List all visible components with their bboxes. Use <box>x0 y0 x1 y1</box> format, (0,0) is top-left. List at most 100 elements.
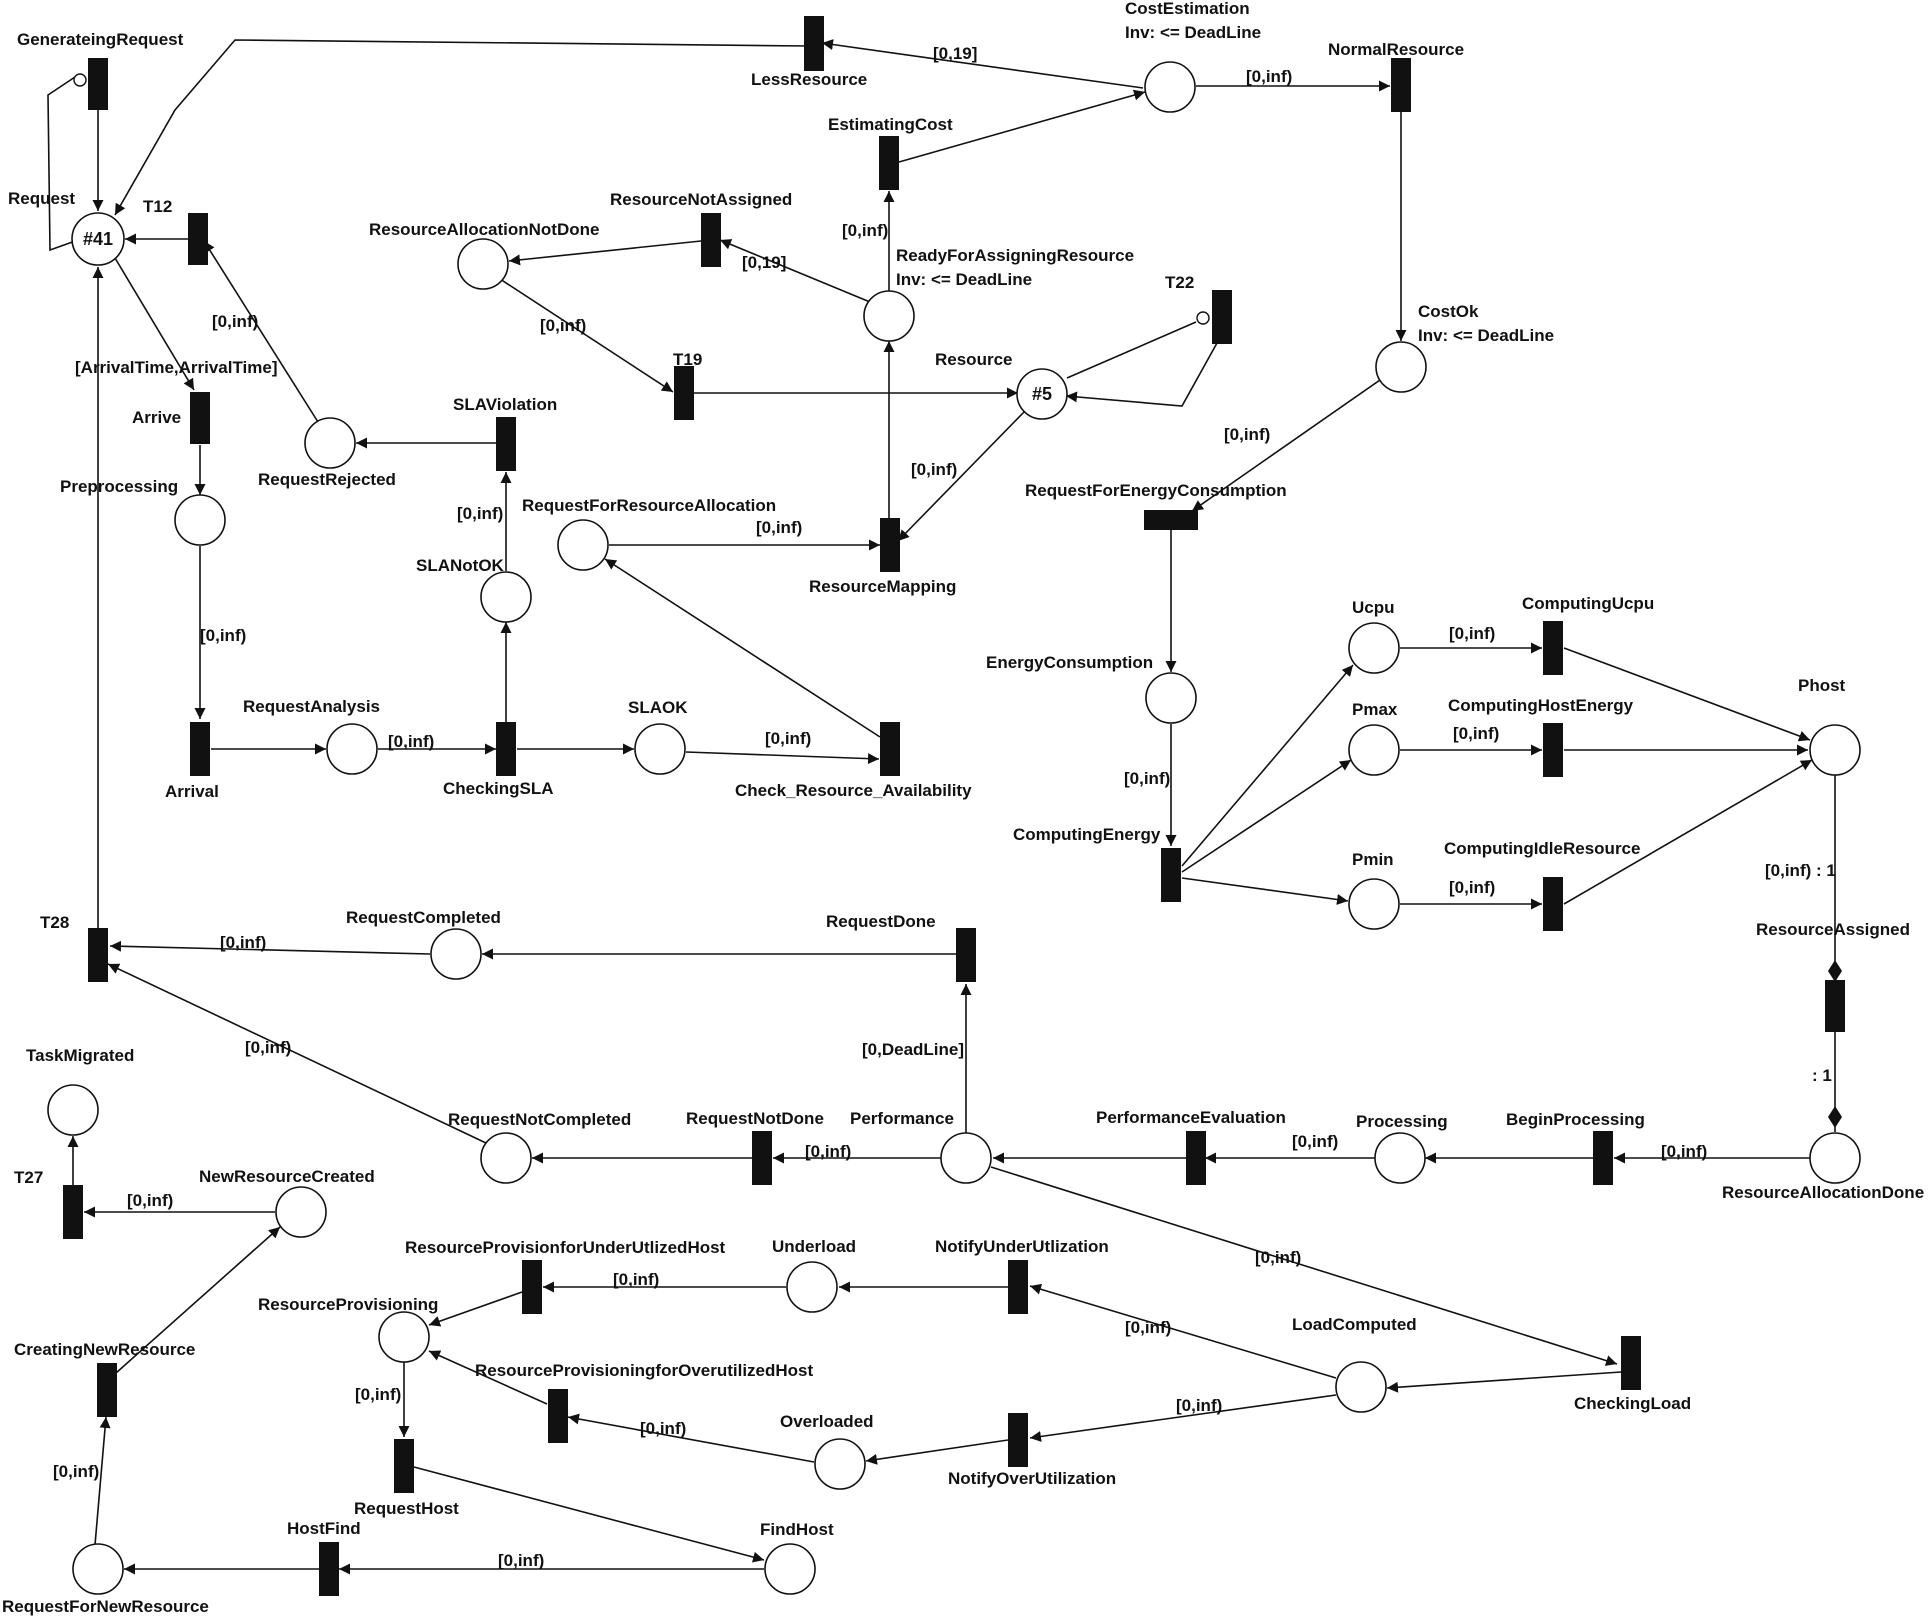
transition-computing-idle-resource[interactable] <box>1543 877 1563 931</box>
place-phost[interactable] <box>1809 724 1861 776</box>
transition-arrival[interactable] <box>190 722 210 776</box>
transition-performance-evaluation[interactable] <box>1186 1131 1206 1185</box>
transition-t27[interactable] <box>63 1185 83 1239</box>
transition-normal-resource[interactable] <box>1391 58 1411 112</box>
transition-notify-over-utilization[interactable] <box>1008 1413 1028 1467</box>
place-underload[interactable] <box>786 1261 838 1313</box>
transition-t22[interactable] <box>1212 290 1232 344</box>
place-new-resource-created[interactable] <box>275 1186 327 1238</box>
transition-resource-provisioning-overutilized[interactable] <box>548 1389 568 1443</box>
label-resource-provision-underutilized: ResourceProvisionforUnderUtlizedHost <box>405 1238 726 1257</box>
transition-t19[interactable] <box>674 366 694 420</box>
place-request[interactable] <box>71 212 125 266</box>
place-resource-allocation-done[interactable] <box>1809 1132 1861 1184</box>
place-sla-ok[interactable] <box>634 723 686 775</box>
inhibitor-bubble-t22 <box>1196 311 1210 325</box>
place-processing[interactable] <box>1374 1132 1426 1184</box>
place-load-computed[interactable] <box>1335 1361 1387 1413</box>
place-resource-allocation-not-done[interactable] <box>457 238 509 290</box>
transition-checking-load[interactable] <box>1621 1336 1641 1390</box>
guard-resource-provision-underutilized: [0,inf) <box>613 1270 659 1289</box>
label-request-not-completed: RequestNotCompleted <box>448 1110 631 1129</box>
place-pmax[interactable] <box>1348 724 1400 776</box>
transition-check-resource-availability[interactable] <box>880 722 900 776</box>
arc-costestimation-to-lessresource <box>821 39 1144 89</box>
place-request-completed[interactable] <box>430 928 482 980</box>
arc-notifyover-to-overloaded <box>865 1439 1009 1465</box>
place-request-not-completed[interactable] <box>480 1132 532 1184</box>
arc-checkingload-to-loadcomputed <box>1386 1371 1622 1393</box>
label-arrival: Arrival <box>165 782 219 801</box>
label-new-resource-created: NewResourceCreated <box>199 1167 375 1186</box>
place-cost-ok[interactable] <box>1375 341 1427 393</box>
transition-checking-sla[interactable] <box>496 722 516 776</box>
label-overloaded: Overloaded <box>780 1412 874 1431</box>
transition-t28[interactable] <box>88 928 108 982</box>
transition-resource-not-assigned[interactable] <box>701 213 721 267</box>
arc-requestcompleted-to-t28 <box>109 940 431 955</box>
transition-begin-processing[interactable] <box>1593 1131 1613 1185</box>
transition-creating-new-resource[interactable] <box>97 1363 117 1417</box>
transition-request-done[interactable] <box>956 928 976 982</box>
label-sla-not-ok: SLANotOK <box>416 556 505 575</box>
label-resource: Resource <box>935 350 1012 369</box>
guard-computing-idle-resource: [0,inf) <box>1449 878 1495 897</box>
transition-generating-request[interactable] <box>88 58 108 110</box>
arc-ready-to-resourcenotassigned <box>719 239 871 303</box>
guard-resource-provisioning-overutilized: [0,inf) <box>640 1419 686 1438</box>
guard-checking-sla: [0,inf) <box>388 732 434 751</box>
label-check-resource-availability: Check_Resource_Availability <box>735 781 972 800</box>
transition-computing-ucpu[interactable] <box>1543 621 1563 675</box>
arc-performance-to-checkingload <box>990 1166 1618 1366</box>
transition-computing-energy[interactable] <box>1161 848 1181 902</box>
place-preprocessing[interactable] <box>174 494 226 546</box>
transition-less-resource[interactable] <box>804 16 824 71</box>
place-resource-provisioning[interactable] <box>378 1311 430 1363</box>
place-ucpu[interactable] <box>1348 622 1400 674</box>
guard-less-resource: [0,19] <box>933 44 977 63</box>
label-estimating-cost: EstimatingCost <box>828 115 953 134</box>
transition-notify-under-utilization[interactable] <box>1008 1260 1028 1314</box>
label-resource-allocation-done: ResourceAllocationDone <box>1722 1183 1924 1202</box>
arc-loadcomputed-to-notifyover <box>1029 1394 1337 1442</box>
arc-cra-to-rfra <box>604 558 881 738</box>
places <box>47 61 1861 1595</box>
transition-resource-assigned[interactable] <box>1825 980 1845 1032</box>
label-request-completed: RequestCompleted <box>346 908 501 927</box>
label-cost-estimation: CostEstimation <box>1125 0 1250 18</box>
label-less-resource: LessResource <box>751 70 867 89</box>
transition-sla-violation[interactable] <box>496 417 516 471</box>
arc-resourcenotassigned-to-allocnotdone <box>508 240 702 266</box>
transition-request-for-energy-consumption[interactable] <box>1144 510 1198 530</box>
place-request-analysis[interactable] <box>326 723 378 775</box>
place-request-rejected[interactable] <box>304 417 356 469</box>
place-energy-consumption[interactable] <box>1145 672 1197 724</box>
place-request-for-resource-allocation[interactable] <box>557 519 609 571</box>
label-computing-ucpu: ComputingUcpu <box>1522 594 1654 613</box>
transition-computing-host-energy[interactable] <box>1543 723 1563 777</box>
transition-t12[interactable] <box>188 213 208 265</box>
label-cost-ok-inv: Inv: <= DeadLine <box>1418 326 1554 345</box>
transition-request-not-done[interactable] <box>752 1131 772 1185</box>
place-sla-not-ok[interactable] <box>480 571 532 623</box>
place-overloaded[interactable] <box>814 1438 866 1490</box>
place-resource[interactable] <box>1016 368 1068 420</box>
place-task-migrated[interactable] <box>47 1084 99 1136</box>
transition-resource-mapping[interactable] <box>880 518 900 572</box>
label-cost-ok: CostOk <box>1418 302 1479 321</box>
place-request-for-new-resource[interactable] <box>72 1543 124 1595</box>
transition-request-host[interactable] <box>394 1439 414 1493</box>
marking-resource: #5 <box>1032 384 1052 404</box>
place-ready-for-assigning-resource[interactable] <box>863 290 915 342</box>
transition-estimating-cost[interactable] <box>879 136 899 190</box>
place-pmin[interactable] <box>1348 878 1400 930</box>
transition-resource-provision-underutilized[interactable] <box>522 1260 542 1314</box>
transition-host-find[interactable] <box>319 1542 339 1596</box>
label-find-host: FindHost <box>760 1520 834 1539</box>
transition-arrive[interactable] <box>190 392 210 444</box>
place-find-host[interactable] <box>764 1543 816 1595</box>
label-host-find: HostFind <box>287 1519 361 1538</box>
place-performance[interactable] <box>940 1132 992 1184</box>
place-cost-estimation[interactable] <box>1144 61 1196 113</box>
